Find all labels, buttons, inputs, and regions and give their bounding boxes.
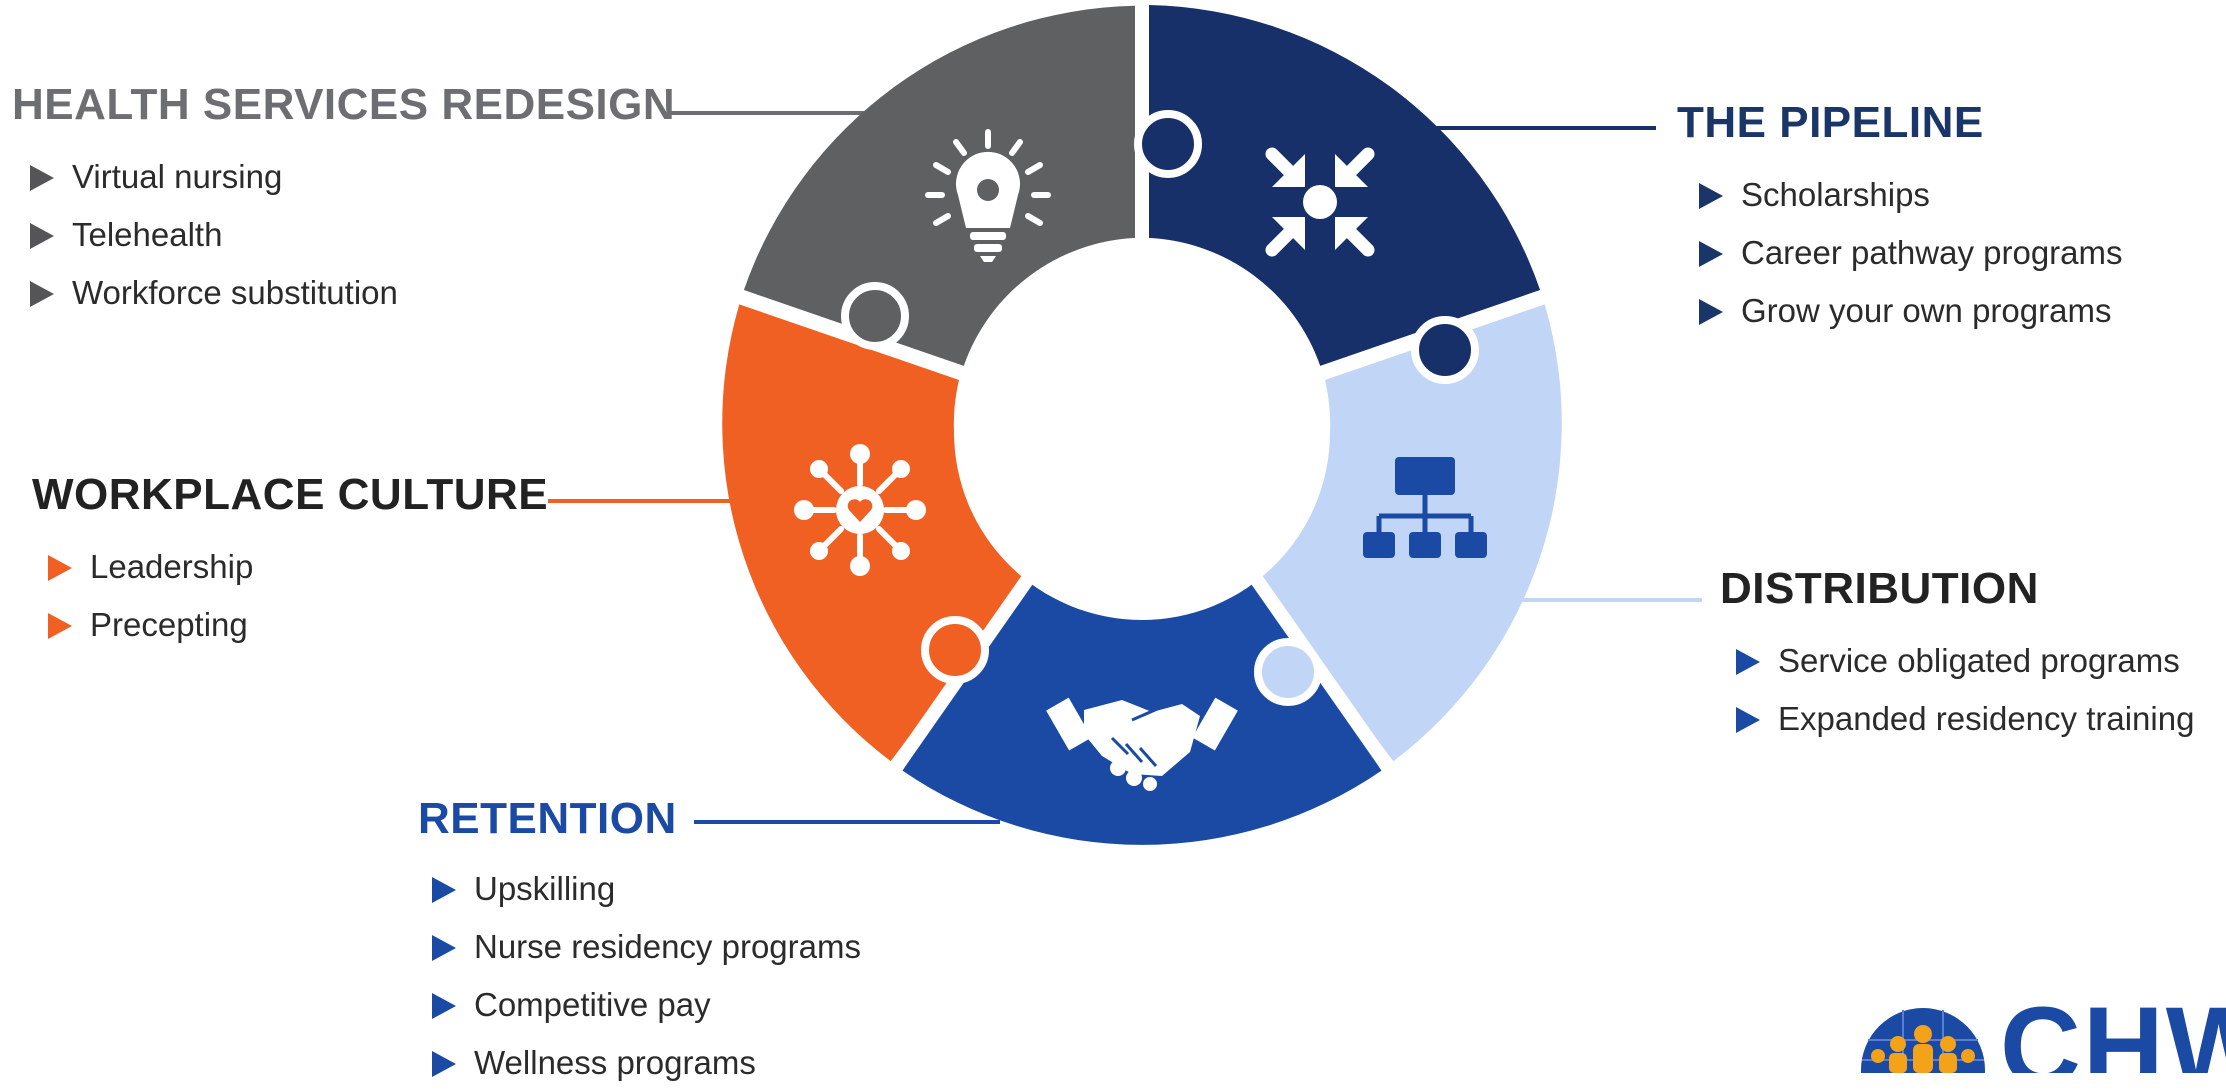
bullet-triangle-icon <box>432 1051 456 1077</box>
bullet-triangle-icon <box>432 877 456 903</box>
bullet-triangle-icon <box>30 223 54 249</box>
section-title: WORKPLACE CULTURE <box>32 470 549 519</box>
bullet-triangle-icon <box>432 993 456 1019</box>
list-item-label: Competitive pay <box>474 986 711 1023</box>
list-item-label: Grow your own programs <box>1741 292 2112 329</box>
bullet-triangle-icon <box>1699 299 1723 325</box>
list-item-label: Wellness programs <box>474 1044 756 1081</box>
list-item-label: Expanded residency training <box>1778 700 2195 737</box>
section-pipeline: THE PIPELINE Scholarships Career pathway… <box>1677 98 2123 340</box>
section-title: HEALTH SERVICES REDESIGN <box>12 80 676 129</box>
list-item: Service obligated programs <box>1736 632 2194 690</box>
globe-people-icon <box>1861 1008 1985 1073</box>
bullet-list: Scholarships Career pathway programs Gro… <box>1699 166 2123 340</box>
bullet-list: Leadership Precepting <box>48 538 548 654</box>
handshake-icon <box>1046 697 1238 791</box>
center-hole <box>954 244 1330 620</box>
list-item-label: Precepting <box>90 606 248 643</box>
bullet-triangle-icon <box>30 165 54 191</box>
bullet-triangle-icon <box>1736 649 1760 675</box>
bullet-list: Service obligated programs Expanded resi… <box>1736 632 2194 748</box>
list-item: Expanded residency training <box>1736 690 2194 748</box>
bullet-triangle-icon <box>30 281 54 307</box>
bullet-triangle-icon <box>1699 183 1723 209</box>
bullet-triangle-icon <box>1699 241 1723 267</box>
list-item-label: Workforce substitution <box>72 274 398 311</box>
lightbulb-gear-icon <box>925 129 1051 262</box>
list-item-label: Scholarships <box>1741 176 1930 213</box>
section-health-services-redesign: HEALTH SERVICES REDESIGN Virtual nursing… <box>12 80 675 322</box>
list-item: Upskilling <box>432 860 861 918</box>
bullet-triangle-icon <box>432 935 456 961</box>
section-distribution: DISTRIBUTION Service obligated programs … <box>1720 564 2194 748</box>
bullet-list: Virtual nursing Telehealth Workforce sub… <box>30 148 675 322</box>
list-item: Telehealth <box>30 206 675 264</box>
list-item: Career pathway programs <box>1699 224 2123 282</box>
section-title: RETENTION <box>418 794 677 843</box>
puzzle-knobs <box>841 110 1479 706</box>
section-title: THE PIPELINE <box>1677 98 1984 147</box>
list-item: Competitive pay <box>432 976 861 1034</box>
logo-text: CHW <box>2000 1000 2226 1073</box>
list-item: Nurse residency programs <box>432 918 861 976</box>
list-item-label: Leadership <box>90 548 254 585</box>
list-item-label: Service obligated programs <box>1778 642 2180 679</box>
bullet-triangle-icon <box>1736 707 1760 733</box>
section-retention: RETENTION Upskilling Nurse residency pro… <box>418 794 861 1092</box>
bullet-triangle-icon <box>48 555 72 581</box>
segment-distribution <box>1255 304 1562 762</box>
list-item-label: Telehealth <box>72 216 223 253</box>
list-item: Wellness programs <box>432 1034 861 1092</box>
section-title: DISTRIBUTION <box>1720 564 2039 613</box>
list-item-label: Career pathway programs <box>1741 234 2123 271</box>
segment-retention <box>902 570 1382 845</box>
list-item-label: Nurse residency programs <box>474 928 861 965</box>
heart-network-icon <box>794 444 926 576</box>
list-item: Workforce substitution <box>30 264 675 322</box>
logo: CHW <box>1858 1000 2226 1073</box>
list-item: Grow your own programs <box>1699 282 2123 340</box>
list-item: Leadership <box>48 538 548 596</box>
list-item-label: Upskilling <box>474 870 616 907</box>
list-item: Scholarships <box>1699 166 2123 224</box>
list-item: Virtual nursing <box>30 148 675 206</box>
bullet-list: Upskilling Nurse residency programs Comp… <box>432 860 861 1092</box>
list-item-label: Virtual nursing <box>72 158 283 195</box>
section-workplace-culture: WORKPLACE CULTURE Leadership Precepting <box>32 470 548 654</box>
list-item: Precepting <box>48 596 548 654</box>
segment-health-services <box>743 5 1135 366</box>
converge-arrows-icon <box>1265 147 1375 257</box>
org-chart-icon <box>1363 457 1487 558</box>
bullet-triangle-icon <box>48 613 72 639</box>
